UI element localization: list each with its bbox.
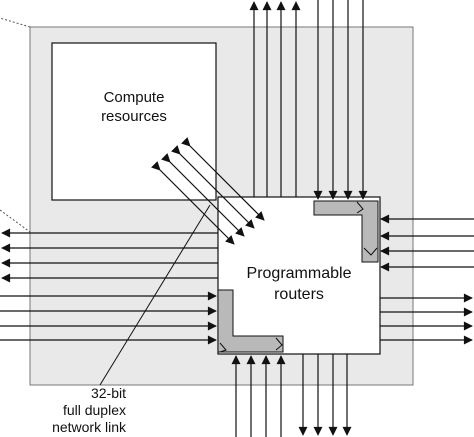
port-triangle — [363, 247, 378, 256]
router-label-line-1: Programmable — [246, 265, 352, 282]
port-triangle — [356, 201, 364, 214]
port-triangle — [275, 337, 283, 351]
link-label-leader — [99, 204, 211, 386]
compute-label-line-2: resources — [101, 108, 167, 125]
router-label-line-2: routers — [274, 286, 324, 303]
compute-resources-label: Compute resources — [52, 88, 216, 126]
tile-leader-bottom — [0, 209, 31, 233]
link-diagonal-arrow — [181, 137, 265, 221]
compute-label-line-1: Compute — [103, 89, 165, 106]
link-label-line-3: network link — [52, 419, 126, 435]
router-port-buffers — [217, 200, 379, 353]
port-buffer-top-right — [313, 200, 379, 263]
port-buffer-bottom-left — [217, 289, 284, 353]
port-triangle — [219, 342, 227, 353]
tile-leader-top — [0, 17, 31, 28]
link-label-line-2: full duplex — [62, 402, 126, 418]
link-label-line-1: 32-bit — [90, 385, 126, 401]
network-link-label: 32-bit full duplex network link — [26, 385, 126, 436]
programmable-routers-label: Programmable routers — [218, 263, 380, 305]
